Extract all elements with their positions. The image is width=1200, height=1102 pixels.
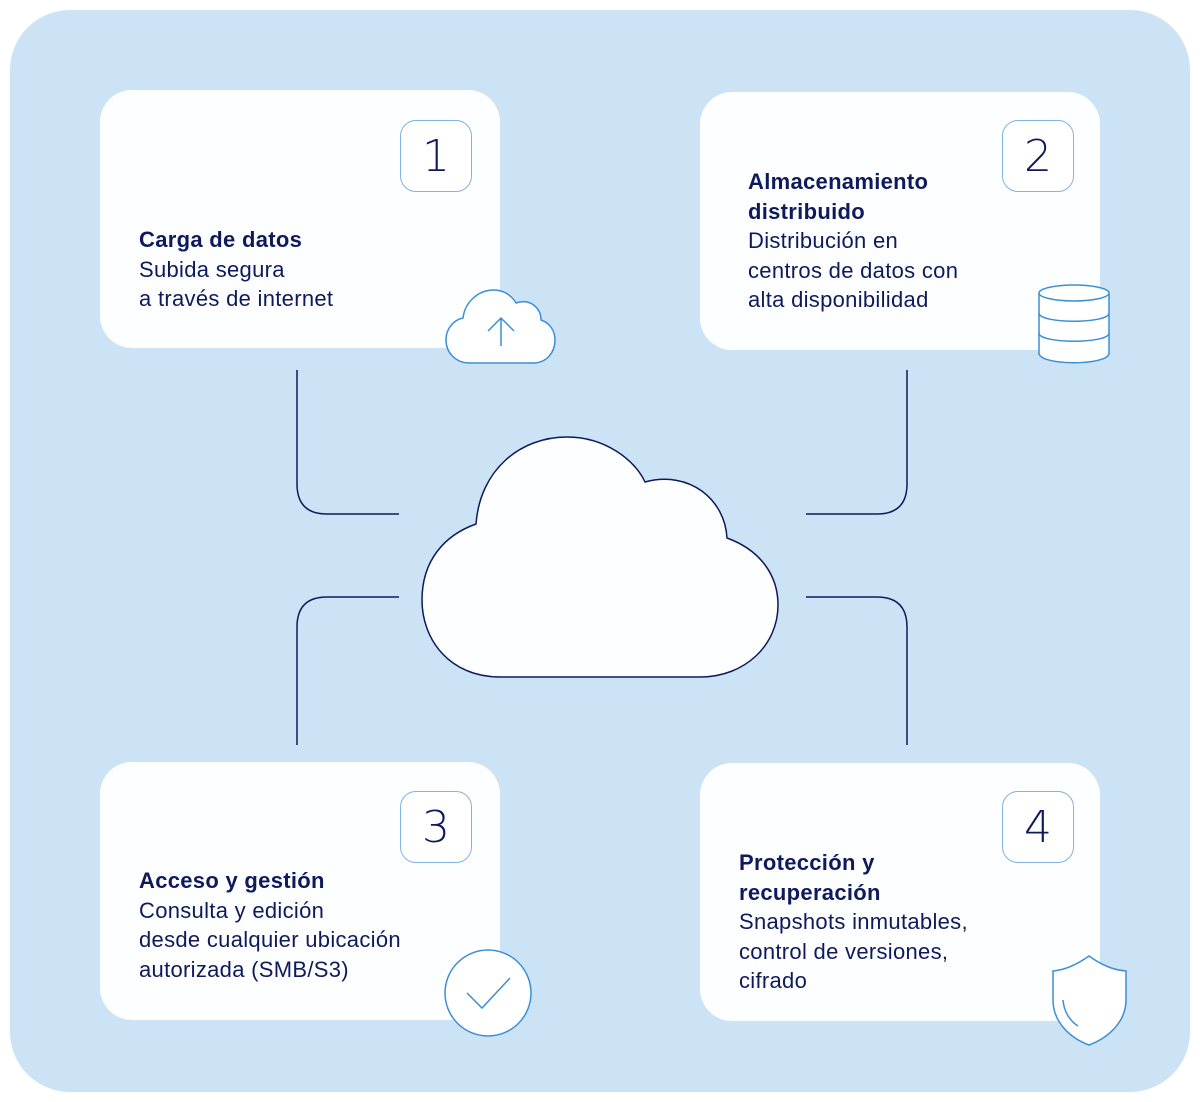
step-desc: Distribución en <box>748 228 899 253</box>
cloud-upload-icon <box>445 289 556 364</box>
step-title: Acceso y gestión <box>139 868 325 893</box>
step-title: Protección y <box>739 850 875 875</box>
connector-3 <box>296 596 399 745</box>
step-desc: centros de datos con <box>748 257 959 283</box>
step-desc: cifrado <box>739 968 808 993</box>
step-title: distribuido <box>748 198 865 224</box>
connector-1 <box>296 370 399 515</box>
step-desc: desde cualquier ubicación <box>139 927 401 952</box>
step-desc: Snapshots inmutables, <box>739 909 968 934</box>
step-desc: Subida segura <box>139 256 285 282</box>
step-title: recuperación <box>739 879 881 905</box>
connector-2 <box>806 370 908 515</box>
step-desc: alta disponibilidad <box>748 287 929 312</box>
check-circle-icon <box>444 949 532 1037</box>
step-number: 1 <box>400 120 472 192</box>
step-title: Almacenamiento <box>748 169 929 194</box>
step-number: 2 <box>1002 120 1074 192</box>
step-desc: Consulta y edición <box>139 897 325 923</box>
central-cloud-icon <box>421 436 779 678</box>
step-desc: autorizada (SMB/S3) <box>139 956 349 982</box>
step-desc: control de versiones, <box>739 938 949 964</box>
step-number: 3 <box>400 791 472 863</box>
step-title: Carga de datos <box>139 227 303 252</box>
step-number: 4 <box>1002 791 1074 863</box>
step-desc: a través de internet <box>139 286 334 311</box>
database-icon <box>1038 284 1110 364</box>
shield-icon <box>1052 955 1127 1046</box>
connector-4 <box>806 596 908 745</box>
